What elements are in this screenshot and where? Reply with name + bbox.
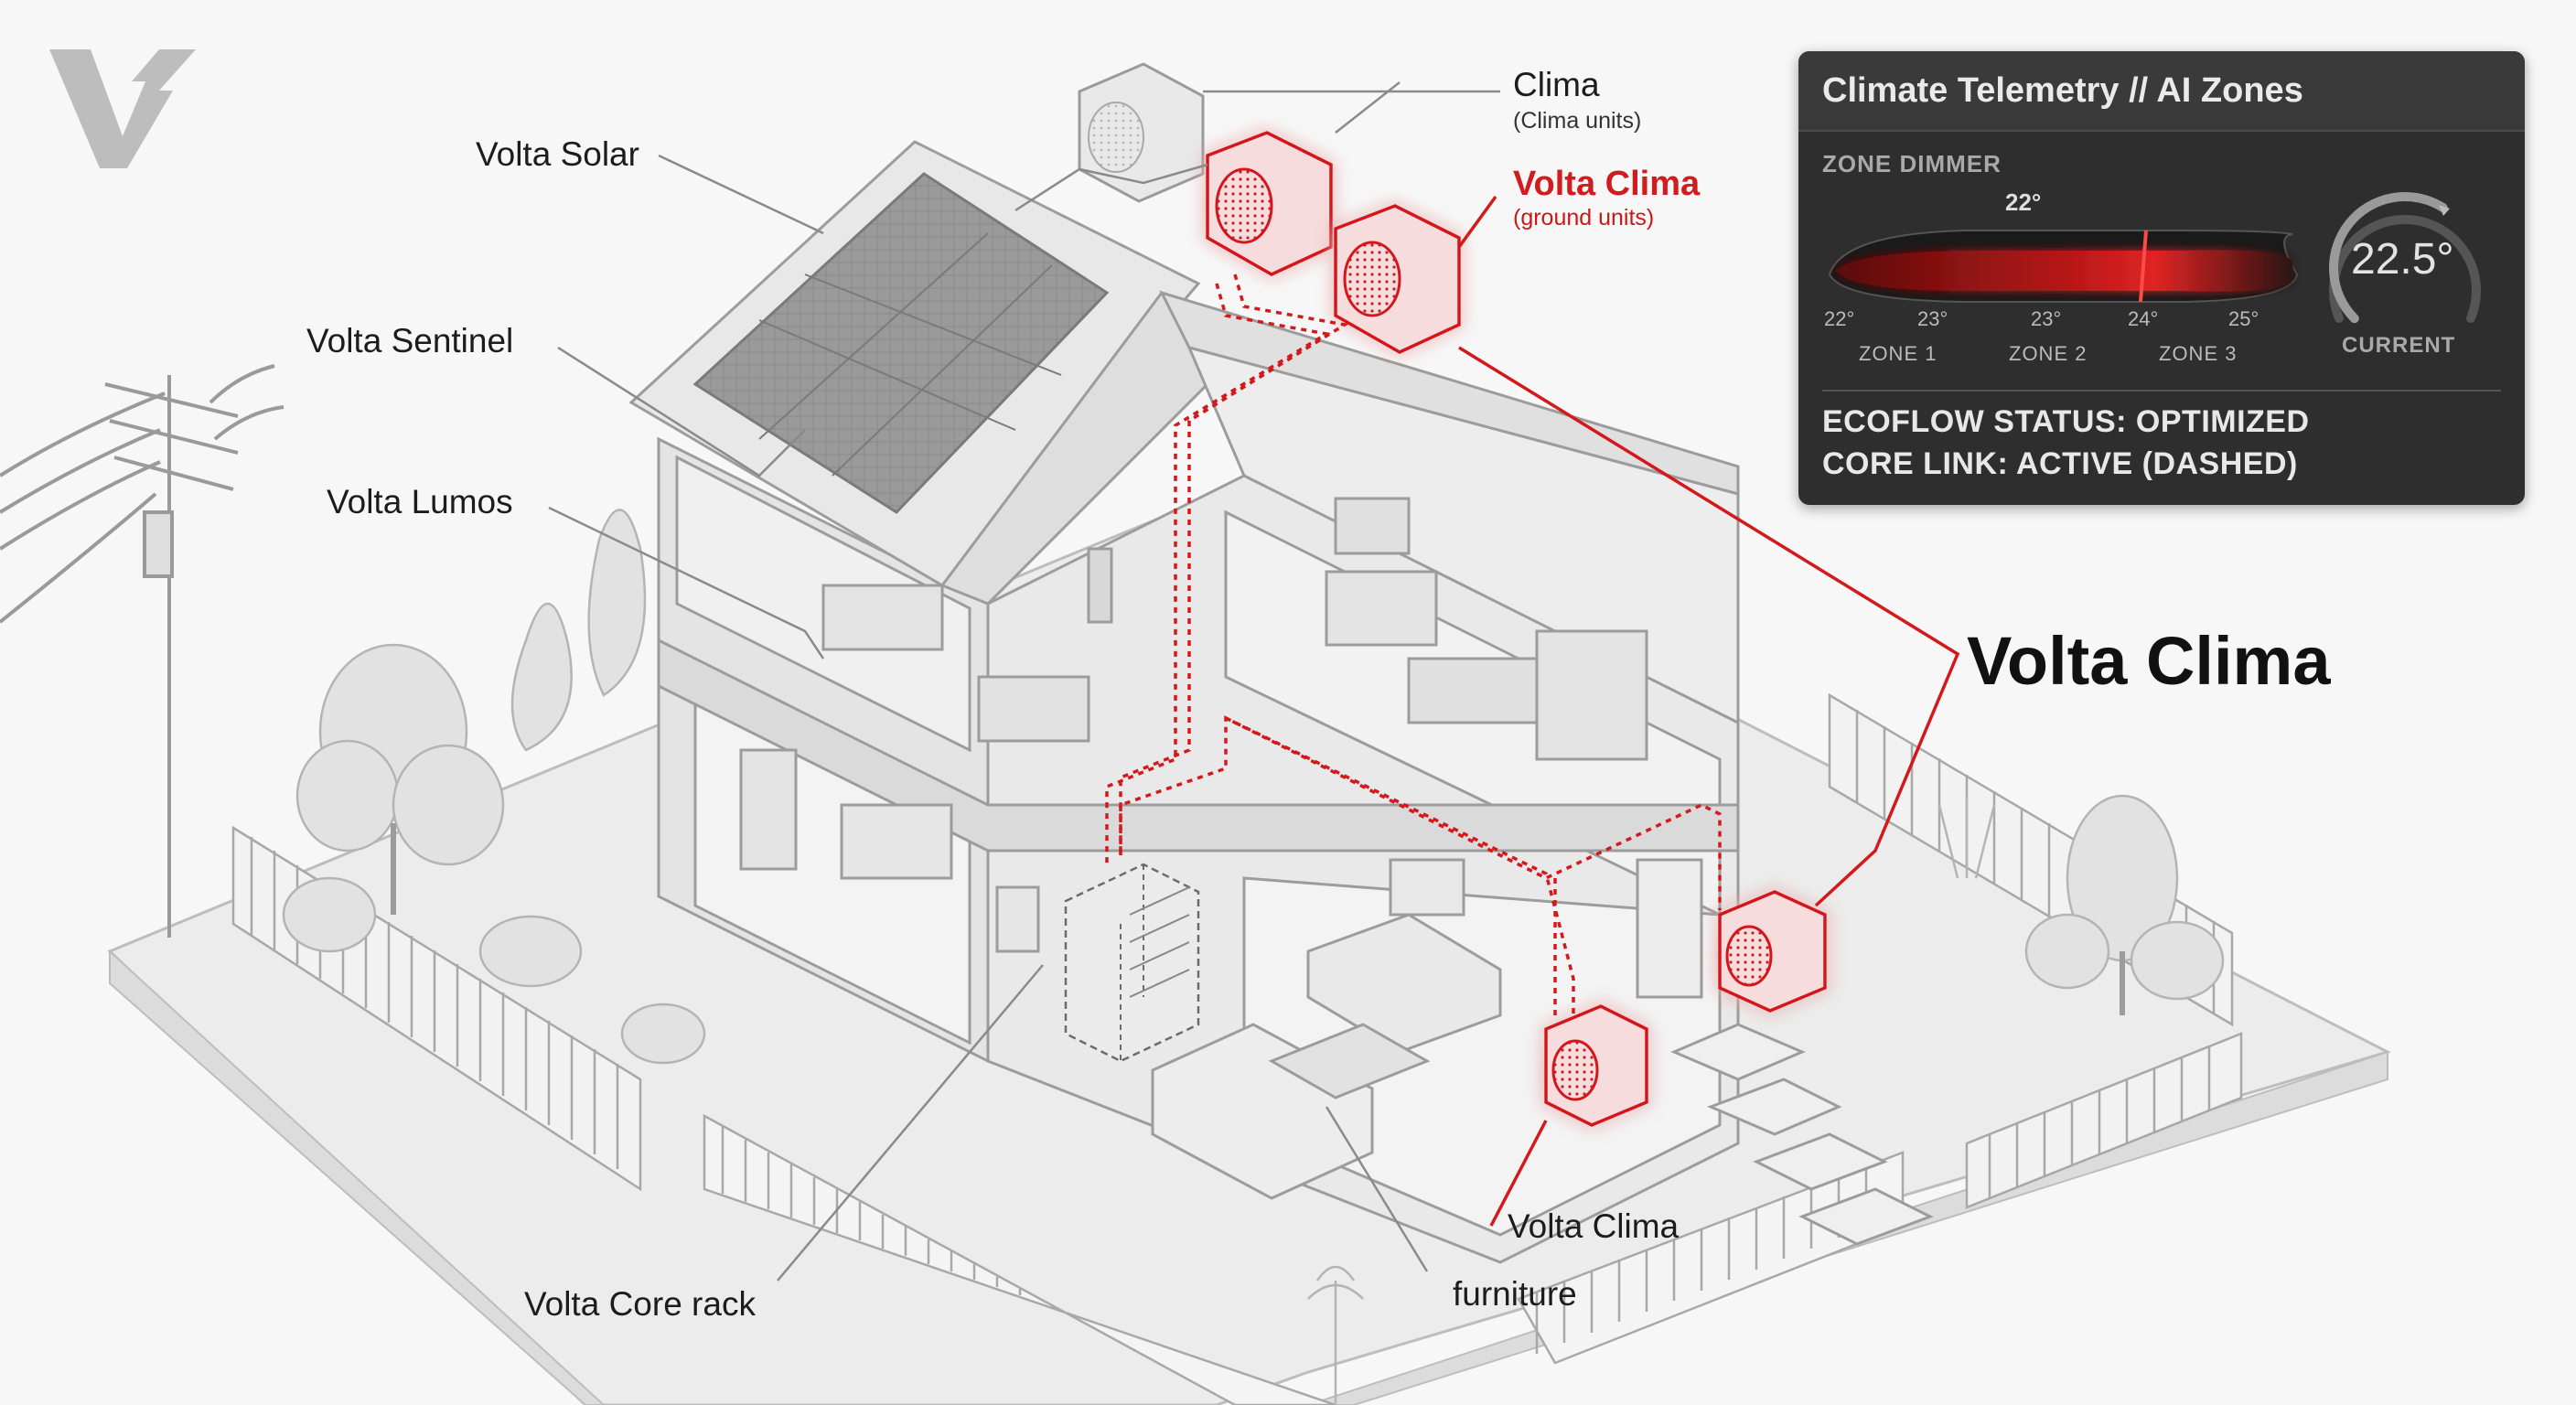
- core-link-dashed: [1105, 273, 1722, 1015]
- panel-title: Climate Telemetry // AI Zones: [1798, 51, 2525, 132]
- telemetry-panel: Climate Telemetry // AI Zones ZONE DIMME…: [1798, 51, 2525, 505]
- label-volta-sentinel: Volta Sentinel: [306, 322, 514, 359]
- label-volta-clima-ground-sub: (ground units): [1513, 205, 1655, 231]
- clima-unit-red-side: [1718, 890, 1827, 1013]
- current-label: CURRENT: [2342, 333, 2456, 358]
- dimmer-tick-2: 23°: [1917, 307, 1948, 330]
- label-volta-clima-big: Volta Clima: [1967, 623, 2331, 699]
- label-furniture: furniture: [1453, 1275, 1577, 1313]
- zone-3-label: ZONE 3: [2159, 342, 2238, 365]
- clima-unit-gray: [1078, 62, 1205, 203]
- utility-pole: [0, 364, 284, 938]
- dimmer-tick-4: 24°: [2128, 307, 2159, 330]
- panel-graphics: [1828, 192, 2481, 324]
- panel-divider: [1822, 390, 2501, 391]
- clima-unit-red-front: [1544, 1004, 1648, 1127]
- house: [628, 140, 1934, 1264]
- fence-front: [703, 1113, 1905, 1405]
- brand-logo: [49, 49, 196, 168]
- zone-dimmer-heading: ZONE DIMMER: [1822, 150, 2002, 177]
- zone-2-label: ZONE 2: [2009, 342, 2088, 365]
- dimmer-tick-1: 22°: [1824, 307, 1855, 330]
- clima-unit-red-roof-2: [1334, 204, 1461, 354]
- label-volta-core-rack: Volta Core rack: [524, 1285, 756, 1323]
- gray-leaders: [548, 81, 1500, 1282]
- label-volta-solar: Volta Solar: [476, 135, 639, 173]
- label-volta-clima-ground: Volta Clima: [1513, 165, 1701, 203]
- dimmer-tick-5: 25°: [2228, 307, 2259, 330]
- red-leaders: [1457, 195, 1960, 1227]
- label-volta-lumos: Volta Lumos: [327, 483, 513, 520]
- label-clima-top: Clima: [1513, 66, 1600, 103]
- current-temperature: 22.5°: [2351, 235, 2454, 284]
- gauge-fill: [2329, 192, 2448, 324]
- core-link-status: CORE LINK: ACTIVE (DASHED): [1822, 446, 2298, 481]
- label-volta-clima-bottom: Volta Clima: [1508, 1207, 1680, 1245]
- clima-unit-red-roof-1: [1206, 131, 1333, 276]
- ecoflow-status: ECOFLOW STATUS: OPTIMIZED: [1822, 404, 2310, 439]
- label-clima-top-sub: (Clima units): [1513, 108, 1642, 134]
- dimmer-handle[interactable]: [2139, 230, 2148, 303]
- trees: [282, 509, 2225, 1405]
- zone-1-label: ZONE 1: [1859, 342, 1937, 365]
- volta-core-rack: [1064, 863, 1200, 1063]
- dimmer-tick-3: 23°: [2031, 307, 2062, 330]
- dimmer-value: 22°: [2005, 188, 2042, 216]
- lightning-bolt-icon: [49, 49, 196, 168]
